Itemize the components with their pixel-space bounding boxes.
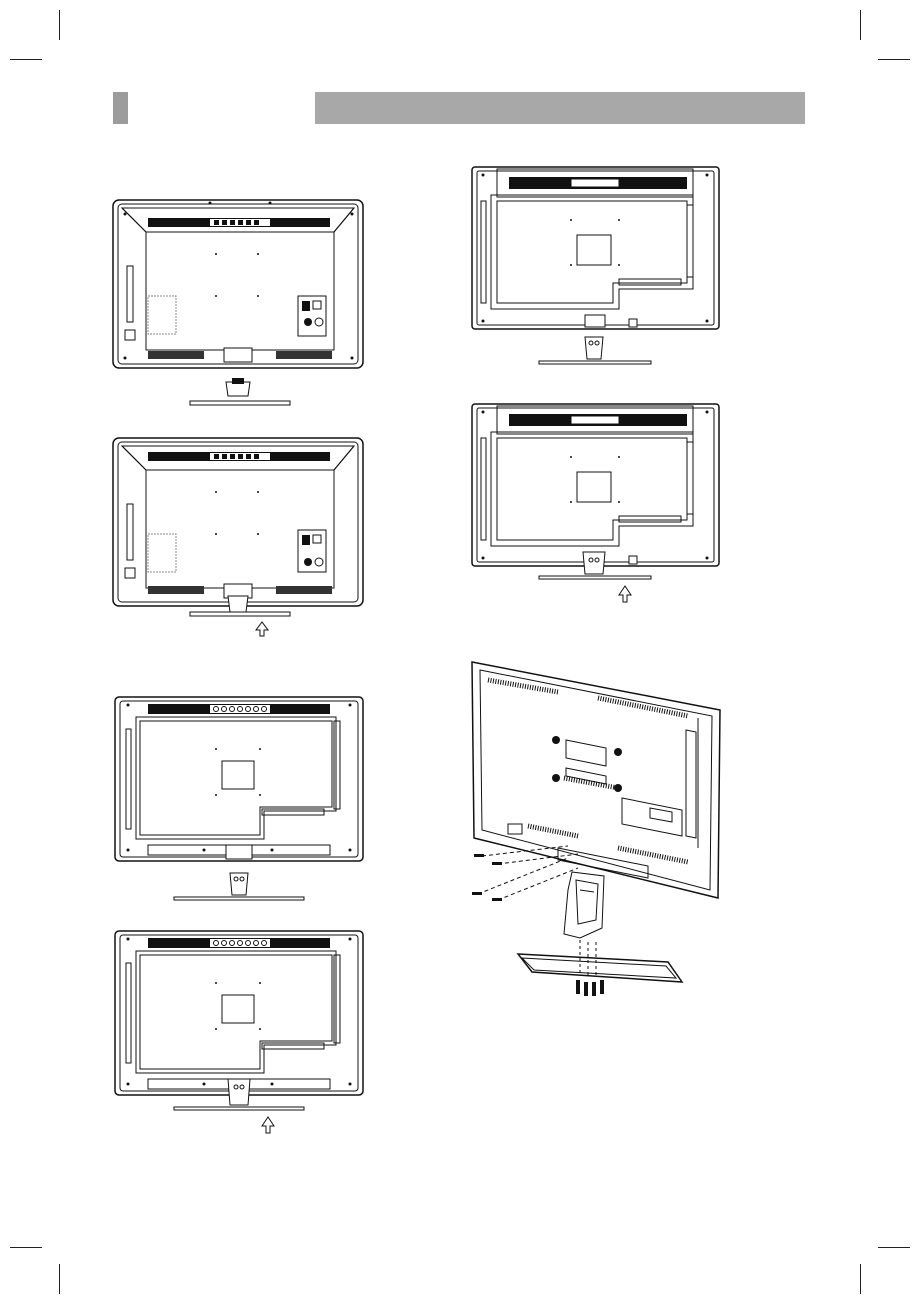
crop-mark	[860, 1264, 861, 1294]
tv-perspective-exploded	[468, 658, 728, 998]
tv-right-stand-attached	[469, 402, 724, 607]
up-arrow-icon	[256, 622, 268, 636]
up-arrow-icon	[262, 1117, 274, 1133]
tv-back-with-stand-icon	[110, 436, 365, 646]
tv-back-with-stand-icon	[469, 165, 724, 370]
tv-back-with-stand-icon	[112, 929, 367, 1139]
tv-back-with-stand-icon	[112, 695, 367, 905]
tv-back-with-stand-icon	[469, 402, 724, 607]
tv-large-left-stand-attached	[110, 436, 365, 646]
tv-stand-screws-exploded-icon	[468, 658, 728, 998]
section-header-bar	[315, 92, 805, 124]
tv-medium-left-stand-attached	[112, 929, 367, 1139]
crop-mark	[878, 59, 910, 60]
tv-back-with-stand-icon	[110, 198, 365, 408]
crop-mark	[860, 10, 861, 40]
section-marker-box	[113, 92, 128, 124]
crop-mark	[59, 1264, 60, 1294]
tv-large-left-stand-detached	[110, 198, 365, 408]
crop-mark	[10, 1247, 42, 1248]
tv-right-stand-detached	[469, 165, 724, 370]
crop-mark	[59, 10, 60, 40]
crop-mark	[878, 1247, 910, 1248]
up-arrow-icon	[619, 586, 631, 602]
crop-mark	[10, 59, 42, 60]
tv-medium-left-stand-detached	[112, 695, 367, 905]
